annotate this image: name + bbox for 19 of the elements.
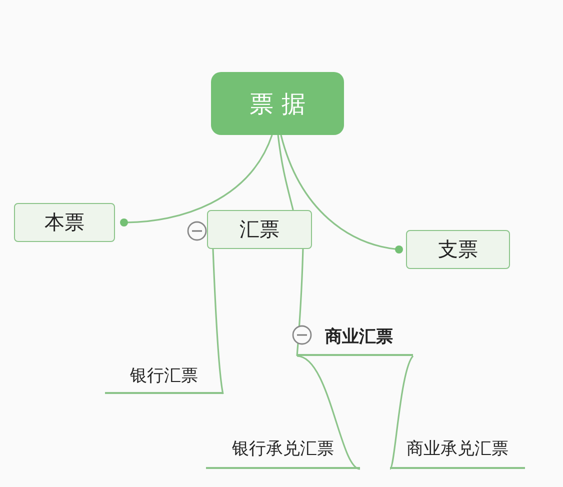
connector-line	[280, 134, 403, 254]
topic-label: 本票	[44, 209, 84, 236]
topic-box	[207, 210, 312, 249]
connector-line	[389, 356, 414, 470]
connector-line	[296, 248, 304, 356]
topic-label: 银行承兑汇票	[232, 438, 334, 460]
topic-box	[406, 230, 510, 269]
connector-line	[277, 134, 294, 210]
topic-label: 支票	[438, 236, 478, 263]
connector-line	[296, 355, 360, 470]
topic-label: 商业承兑汇票	[406, 438, 508, 460]
connector-line	[212, 248, 224, 394]
topic-label: 票 据	[250, 88, 306, 120]
topic-label: 汇票	[240, 216, 280, 243]
connector-line	[120, 134, 273, 226]
topic-label: 商业汇票	[325, 326, 393, 348]
root-topic-box	[211, 72, 344, 135]
topic-label: 银行汇票	[130, 365, 198, 387]
topic-box	[14, 203, 115, 242]
